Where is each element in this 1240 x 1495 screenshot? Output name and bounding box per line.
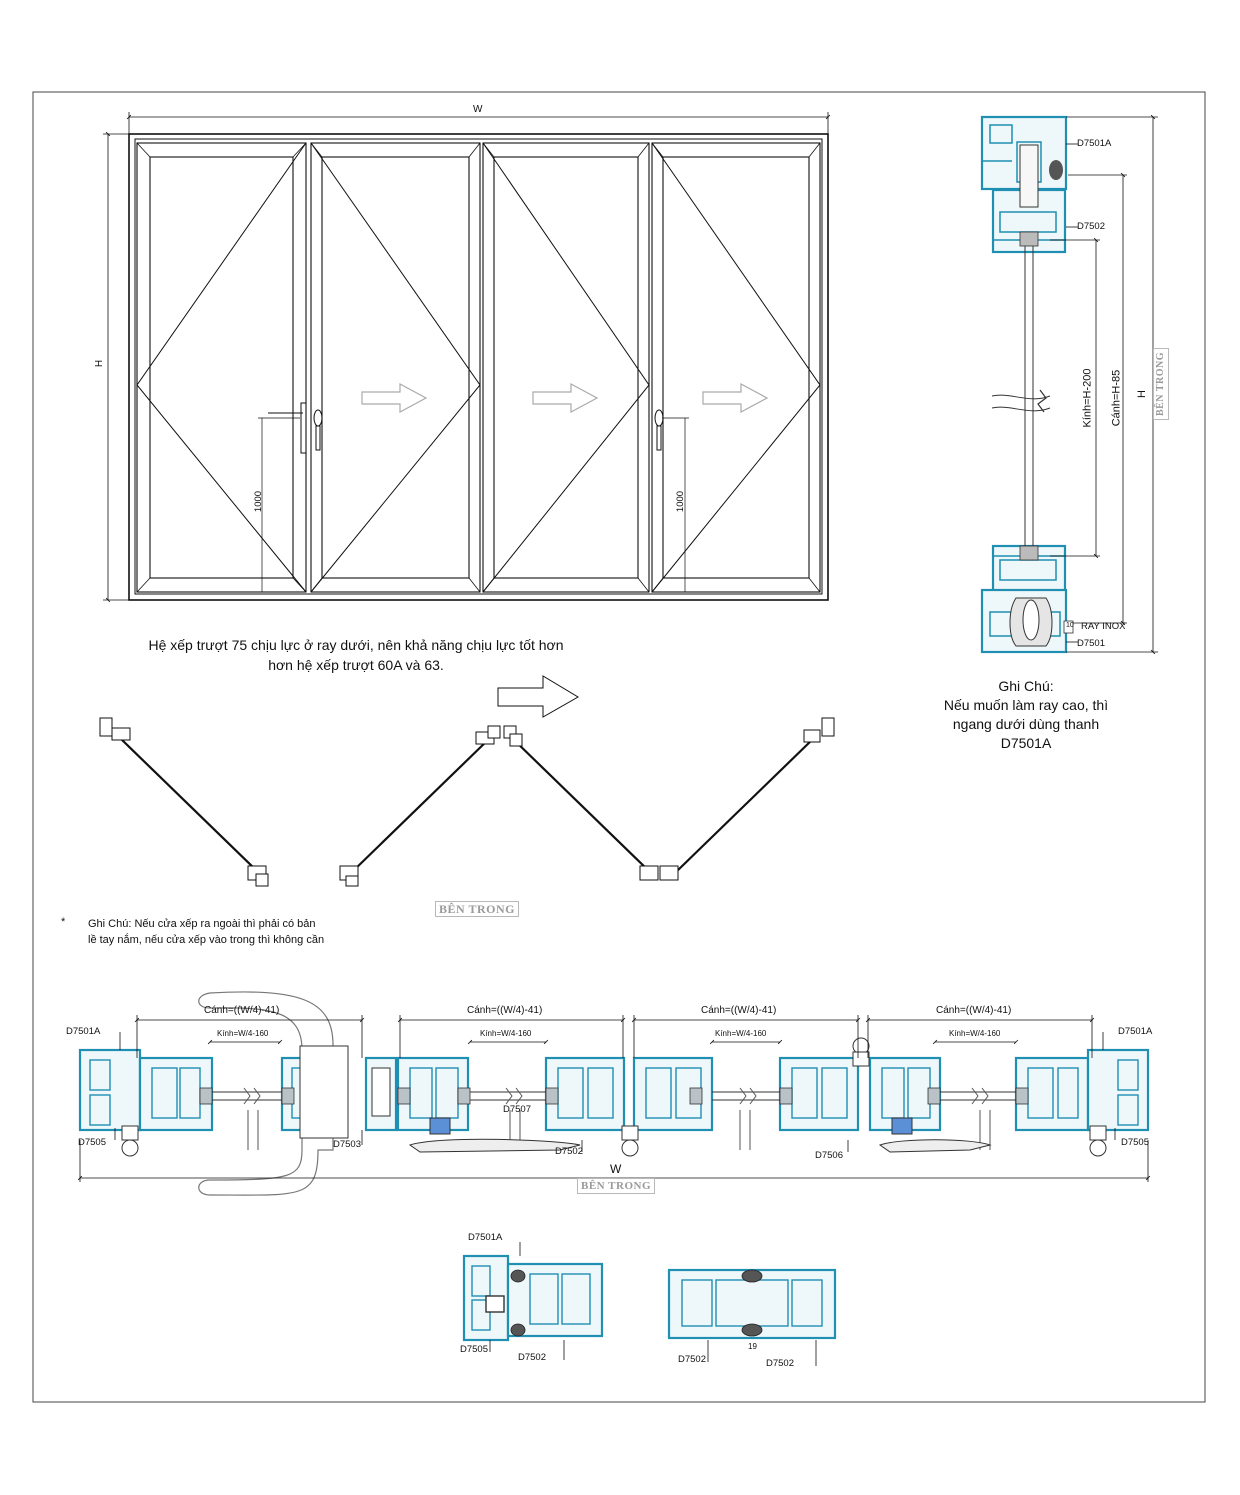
fold-note: Ghi Chú: Nếu cửa xếp ra ngoài thì phải c… [88,916,324,948]
fold-note-line-1: Ghi Chú: Nếu cửa xếp ra ngoài thì phải c… [88,918,316,930]
top-profile-label: D7501A [1077,138,1112,149]
rail-size-label: 10 [1066,622,1074,629]
glass-width-label-3: Kính=W/4-160 [715,1029,767,1038]
right-frame-label: D7501A [1118,1026,1153,1037]
rail-note: Ghi Chú: Nếu muốn làm ray cao, thì ngang… [916,677,1136,753]
slide-direction-arrow-icon [497,675,579,718]
fold-plan [99,717,835,887]
fold-note-asterisk: * [61,916,66,928]
detail-sections [462,1242,837,1366]
sash-width-label-2: Cánh=((W/4)-41) [467,1005,543,1016]
rail-label: RAY INOX [1081,621,1126,632]
detail-right-gap-label: 19 [748,1342,757,1351]
section-height-label: H [1135,390,1148,398]
sash-width-label-3: Cánh=((W/4)-41) [701,1005,777,1016]
detail-left-top-label: D7501A [468,1232,503,1243]
glass-width-label-1: Kính=W/4-160 [217,1029,269,1038]
door-elevation [103,112,831,603]
system-description: Hệ xếp trượt 75 chịu lực ở ray dưới, nên… [96,635,616,675]
glass-height-label: Kính=H-200 [1081,368,1094,428]
rail-note-line-1: Nếu muốn làm ray cao, thì [943,697,1109,713]
bottom-profile-label: D7501 [1077,638,1105,649]
vertical-section [980,114,1158,655]
left-pivot-label: D7505 [78,1137,106,1148]
inside-stamp-fold-plan: BÊN TRONG [435,901,519,917]
horizontal-section [77,991,1151,1196]
sash-width-label-1: Cánh=((W/4)-41) [204,1005,280,1016]
inside-stamp-horizontal: BÊN TRONG [577,1178,656,1194]
detail-right-bottom-right-label: D7502 [766,1358,794,1369]
transom-profile-label: D7502 [1077,221,1105,232]
elevation-width-label: W [473,104,483,115]
detail-left-bottom-right-label: D7502 [518,1352,546,1363]
handle-height-right: 1000 [675,490,687,513]
sash-height-label: Cánh=H-85 [1110,369,1123,427]
middle-sash-label: D7507 [503,1104,531,1115]
total-width-label: W [610,1162,622,1176]
description-line-2: hơn hệ xếp trượt 60A và 63. [268,657,444,673]
sash-width-label-4: Cánh=((W/4)-41) [936,1005,1012,1016]
fold-note-line-2: lề tay nắm, nếu cửa xếp vào trong thì kh… [88,934,325,946]
handle-height-left: 1000 [253,490,265,513]
hinge-label: D7506 [815,1150,843,1161]
rail-note-title: Ghi Chú: [998,678,1054,694]
sheet-border [32,91,1206,1403]
inside-stamp-vertical: BÊN TRONG [1153,347,1170,421]
bottom-sash-label: D7502 [555,1146,583,1157]
glass-width-label-4: Kính=W/4-160 [949,1029,1001,1038]
description-line-1: Hệ xếp trượt 75 chịu lực ở ray dưới, nên… [148,637,564,653]
left-frame-label: D7501A [66,1026,101,1037]
rail-note-line-3: D7501A [1000,735,1052,751]
right-pivot-label: D7505 [1121,1137,1149,1148]
detail-right-bottom-left-label: D7502 [678,1354,706,1365]
handle-sash-label: D7503 [333,1139,361,1150]
glass-width-label-2: Kính=W/4-160 [480,1029,532,1038]
rail-note-line-2: ngang dưới dùng thanh [952,716,1100,732]
elevation-height-label: H [94,359,106,368]
detail-left-bottom-left-label: D7505 [460,1344,488,1355]
